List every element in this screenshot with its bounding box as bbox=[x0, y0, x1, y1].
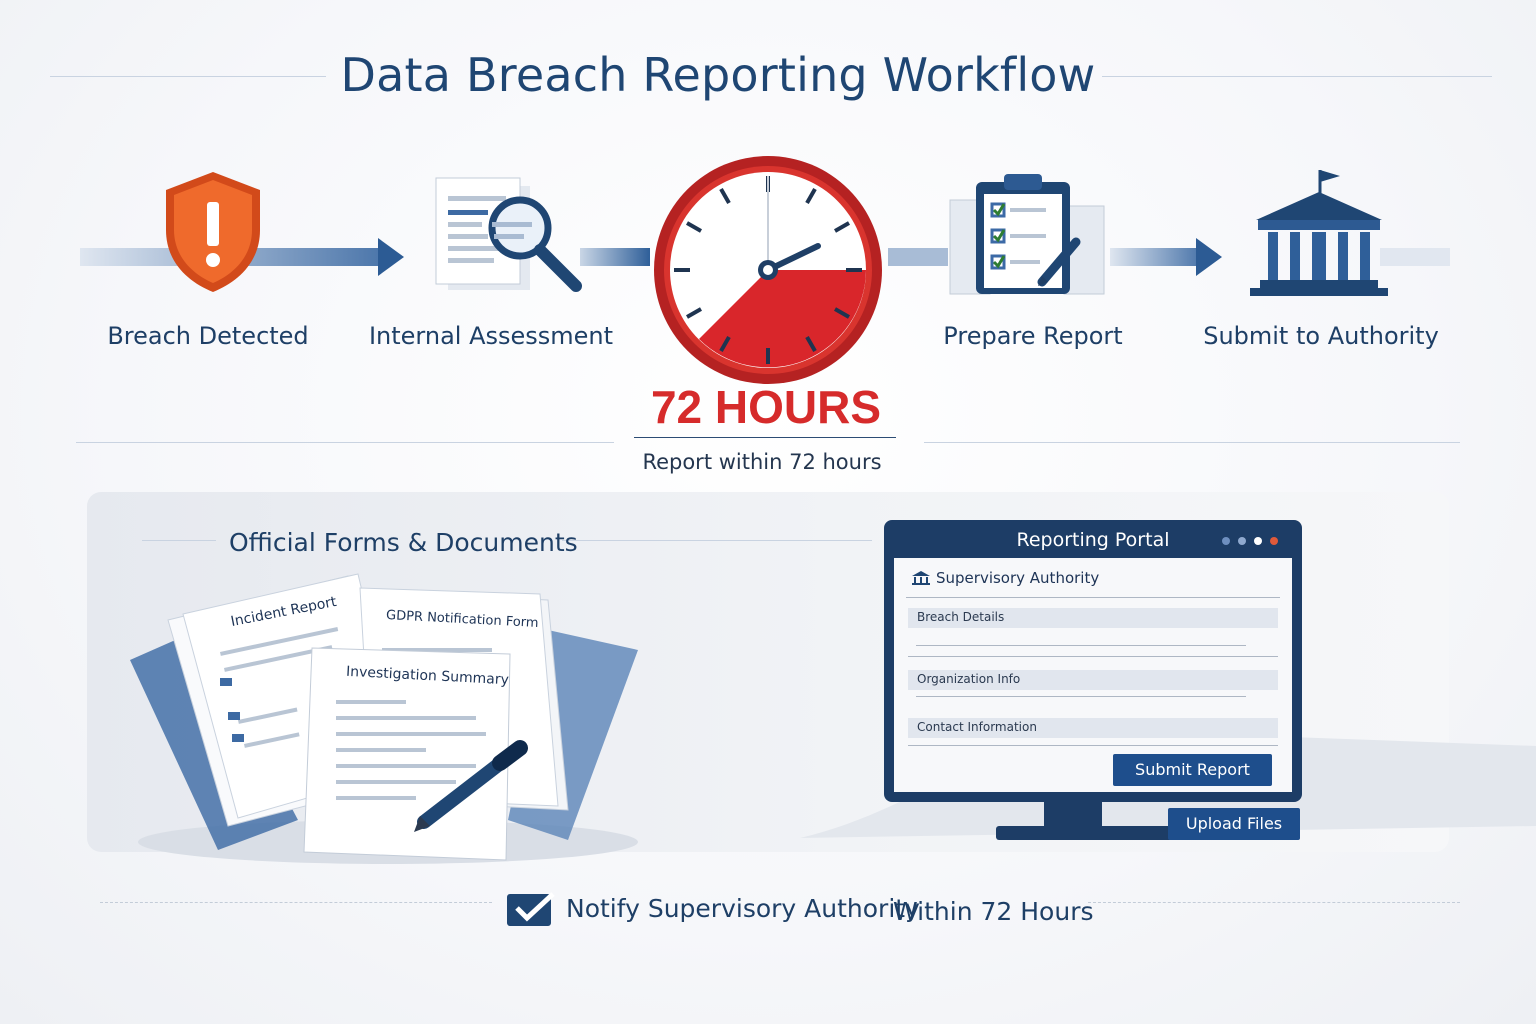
field-box-breach-details bbox=[908, 656, 1278, 657]
title-rule-left bbox=[50, 76, 326, 77]
window-dot-3[interactable] bbox=[1254, 537, 1262, 545]
window-controls bbox=[1222, 537, 1282, 547]
divider-left bbox=[76, 442, 614, 443]
upload-files-button[interactable]: Upload Files bbox=[1168, 808, 1300, 840]
field-label-breach-details: Breach Details bbox=[917, 610, 1005, 624]
portal-authority-label: Supervisory Authority bbox=[936, 569, 1100, 587]
divider-right bbox=[924, 442, 1460, 443]
clipboard-checklist-icon bbox=[949, 174, 1105, 295]
field-input-breach-details[interactable] bbox=[916, 645, 1246, 646]
footer-text: Notify Supervisory Authority bbox=[566, 894, 920, 923]
forms-rule-left bbox=[142, 540, 216, 541]
submit-report-button[interactable]: Submit Report bbox=[1113, 754, 1272, 786]
field-breach-details[interactable] bbox=[908, 608, 1278, 628]
step-label-submit-to-authority: Submit to Authority bbox=[1203, 322, 1439, 350]
footer-rule-left bbox=[100, 902, 492, 903]
deadline-underline bbox=[634, 437, 896, 438]
window-dot-close[interactable] bbox=[1270, 537, 1278, 545]
clock-icon bbox=[654, 156, 882, 384]
field-contact-information[interactable] bbox=[908, 718, 1278, 738]
step-label-prepare-report: Prepare Report bbox=[943, 322, 1123, 350]
deadline-headline: 72 HOURS bbox=[650, 381, 882, 433]
step-label-breach-detected: Breach Detected bbox=[107, 322, 309, 350]
checkbox-check-icon bbox=[507, 892, 555, 926]
document-magnifier-icon bbox=[435, 177, 582, 292]
authority-building-icon bbox=[912, 571, 930, 585]
portal-header-divider bbox=[906, 597, 1280, 598]
portal-title: Reporting Portal bbox=[1016, 529, 1170, 551]
field-input-contact-information[interactable] bbox=[908, 745, 1278, 746]
field-input-organization-info[interactable] bbox=[916, 696, 1246, 697]
window-dot-1[interactable] bbox=[1222, 537, 1230, 545]
title-rule-right bbox=[1102, 76, 1492, 77]
government-building-icon bbox=[1250, 170, 1388, 296]
shield-alert-icon bbox=[166, 172, 260, 292]
window-dot-2[interactable] bbox=[1238, 537, 1246, 545]
field-organization-info[interactable] bbox=[908, 670, 1278, 690]
forms-rule-right bbox=[562, 540, 872, 541]
step-label-internal-assessment: Internal Assessment bbox=[368, 322, 614, 350]
page-title: Data Breach Reporting Workflow bbox=[340, 48, 1096, 102]
field-label-contact-information: Contact Information bbox=[917, 720, 1037, 734]
forms-title: Official Forms & Documents bbox=[229, 528, 578, 557]
document-stack-illustration bbox=[130, 573, 638, 864]
deadline-caption: Report within 72 hours bbox=[642, 450, 882, 474]
footer-deadline: Within 72 Hours bbox=[893, 897, 1094, 926]
field-label-organization-info: Organization Info bbox=[917, 672, 1021, 686]
footer-rule-right bbox=[1088, 902, 1460, 903]
